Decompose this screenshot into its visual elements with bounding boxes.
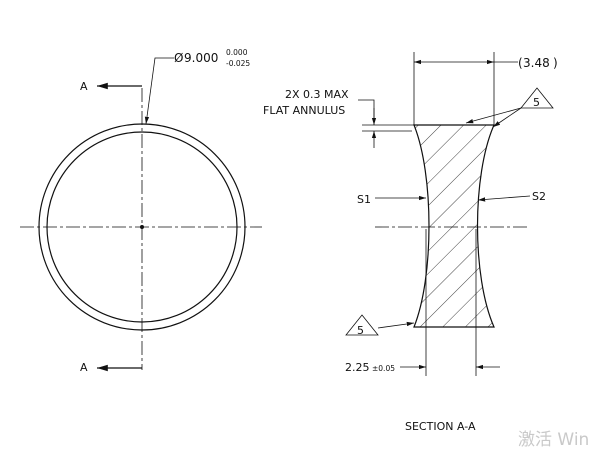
annulus-note-line1: 2X 0.3 MAX bbox=[285, 88, 349, 101]
finish-symbol-top bbox=[520, 87, 554, 109]
surface-s2-label: S2 bbox=[532, 190, 546, 203]
tolerance-upper: 0.000 bbox=[226, 48, 248, 57]
section-title: SECTION A-A bbox=[405, 420, 476, 433]
diameter-leader bbox=[144, 57, 174, 125]
finish-symbol-bottom bbox=[345, 314, 379, 336]
front-view: A A Ø 9.000 0.000 -0.025 bbox=[20, 48, 262, 374]
center-thickness-value: 2.25 bbox=[345, 361, 370, 374]
finish-value-top: 5 bbox=[533, 96, 540, 109]
section-label-bottom: A bbox=[80, 361, 88, 374]
annulus-note-line2: FLAT ANNULUS bbox=[263, 104, 345, 117]
reference-close-paren: ) bbox=[553, 56, 558, 70]
section-label-top: A bbox=[80, 80, 88, 93]
diameter-symbol: Ø bbox=[174, 51, 183, 65]
surface-s1-label: S1 bbox=[357, 193, 371, 206]
reference-open-paren: ( bbox=[518, 56, 523, 70]
finish-value-bottom: 5 bbox=[357, 324, 364, 337]
watermark: 激活 Win bbox=[518, 430, 589, 450]
section-view: ( 3.48 ) 2X 0.3 MAX FLAT ANNULUS 5 S1 S2… bbox=[263, 52, 558, 433]
center-point bbox=[140, 225, 144, 229]
diameter-value: 9.000 bbox=[184, 51, 218, 65]
lens-section-outline bbox=[413, 124, 495, 328]
tolerance-lower: -0.025 bbox=[226, 59, 250, 68]
reference-dimension: 3.48 bbox=[523, 56, 550, 70]
center-thickness-tol: ±0.05 bbox=[372, 364, 395, 373]
